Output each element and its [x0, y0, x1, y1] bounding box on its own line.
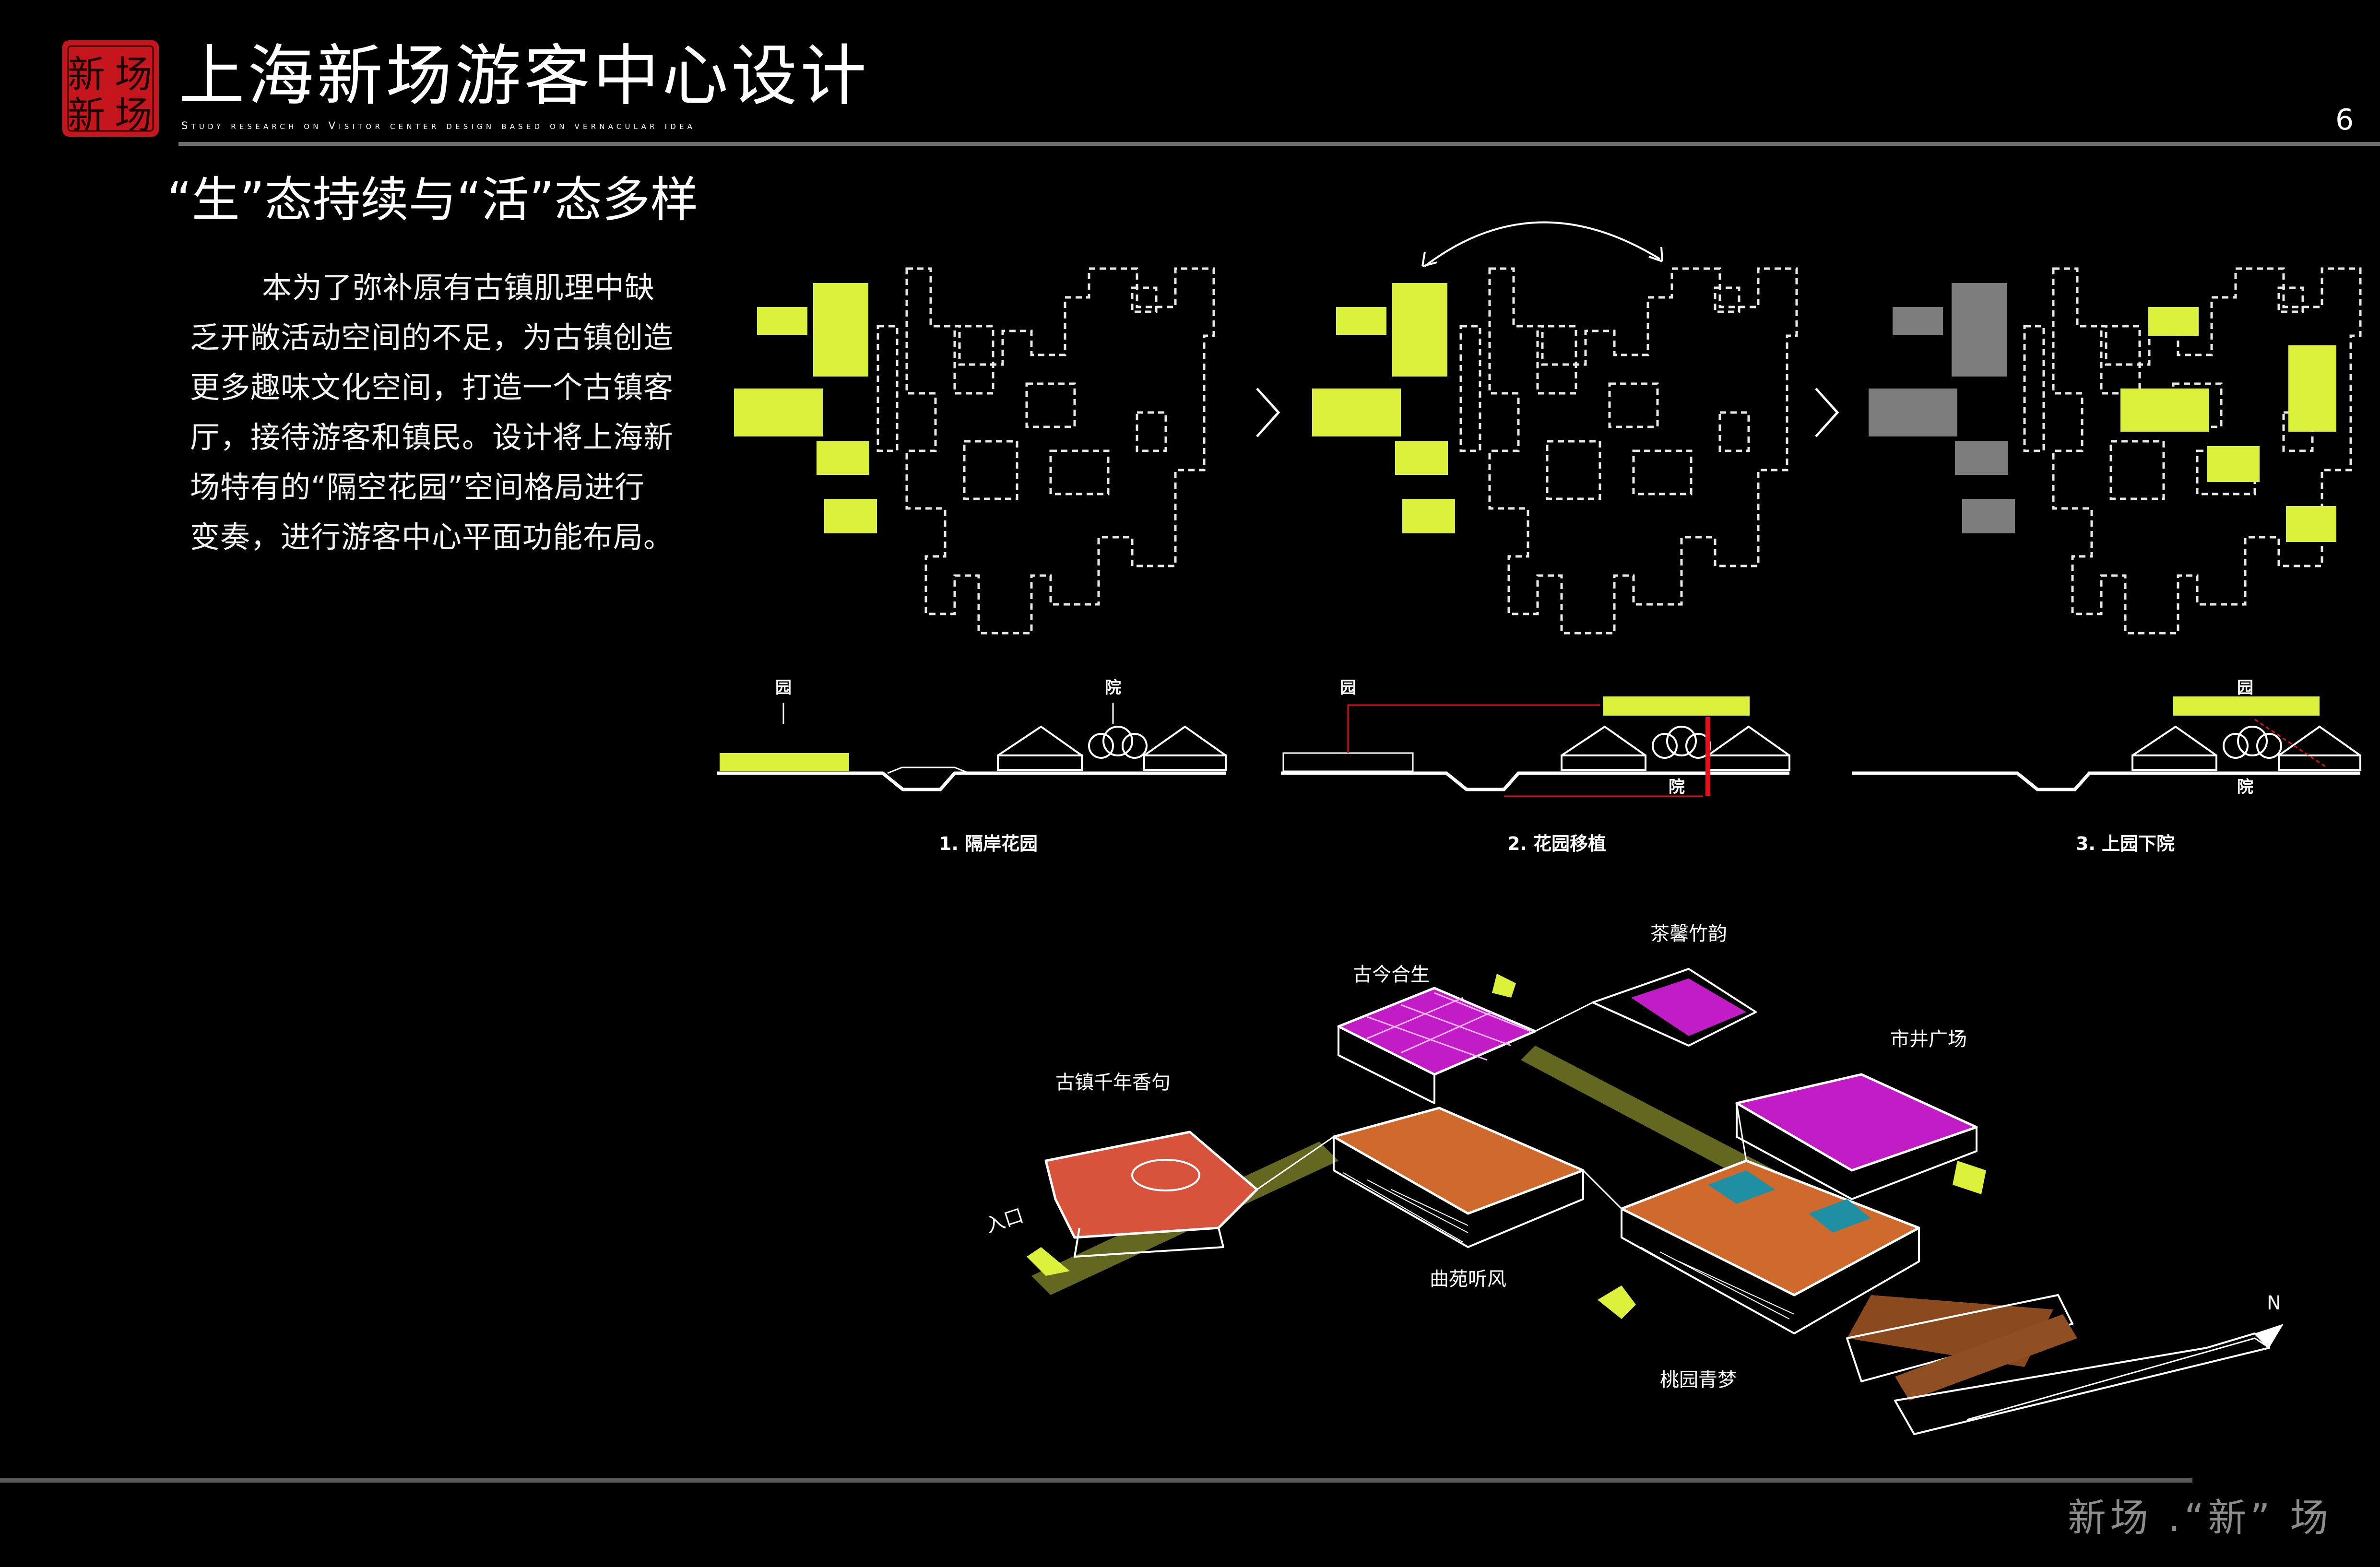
section-body-paragraph: 本为了弥补原有古镇肌理中缺乏开敞活动空间的不足，为古镇创造更多趣味文化空间，打造…: [190, 270, 674, 554]
section-body: 本为了弥补原有古镇肌理中缺乏开敞活动空间的不足，为古镇创造更多趣味文化空间，打造…: [190, 263, 675, 562]
section-1: 园 院 1. 隔岸花园: [717, 678, 1227, 854]
plan-1: [734, 269, 1214, 633]
label-courtyard-1: 院: [1105, 678, 1121, 697]
label-garden-3: 园: [2237, 678, 2253, 697]
section-2: 园 院 2. 花园移植: [1281, 678, 1790, 854]
label-garden-1: 园: [775, 678, 792, 697]
header-divider: [178, 142, 2380, 146]
arrow-1: [1256, 388, 1280, 437]
plan-3: [1869, 269, 2360, 633]
sketch-label-old-town: 古镇千年香句: [1055, 1072, 1171, 1094]
page-number: 6: [2335, 103, 2354, 137]
sketch-label-north: N: [2267, 1292, 2281, 1314]
logo-char-2: 场: [115, 53, 152, 96]
page-title: 上海新场游客中心设计: [178, 37, 870, 115]
caption-1: 1. 隔岸花园: [939, 833, 1038, 854]
sketch-label-peach-garden: 桃园青梦: [1660, 1369, 1737, 1391]
sketch-label-entrance: 入口: [983, 1204, 1026, 1237]
sketch-label-ancient-harmony: 古今合生: [1353, 964, 1430, 986]
plan-2: [1312, 221, 1797, 633]
label-courtyard-2: 院: [1669, 778, 1685, 797]
sketch-label-market-square: 市井广场: [1890, 1028, 1967, 1050]
sketch-label-tea-fragrance: 茶馨竹韵: [1650, 923, 1727, 945]
label-garden-2: 园: [1340, 678, 1356, 697]
page-subtitle: Study research on Visitor center design …: [181, 120, 696, 131]
logo-char-1: 新: [68, 53, 105, 96]
footer-divider: [0, 1478, 2192, 1483]
caption-2: 2. 花园移植: [1507, 833, 1606, 854]
sketch-label-garden-wind: 曲苑听风: [1430, 1268, 1506, 1290]
arrow-2: [1815, 388, 1839, 437]
logo-char-4: 场: [115, 94, 152, 137]
caption-3: 3. 上园下院: [2076, 833, 2175, 854]
logo-seal: 新 场 新 场: [62, 40, 159, 137]
axonometric-sketch: 入口 古镇千年香句 古今合生 茶馨竹韵 市井广场 曲苑听风 桃园青梦 N: [983, 923, 2284, 1435]
section-3: 园 院 3. 上园下院: [1852, 678, 2361, 854]
label-courtyard-3: 院: [2237, 778, 2253, 797]
section-heading: “生”态持续与“活”态多样: [167, 172, 699, 228]
logo-char-3: 新: [68, 94, 105, 137]
footer-text: 新场 .“新” 场: [2068, 1496, 2333, 1540]
